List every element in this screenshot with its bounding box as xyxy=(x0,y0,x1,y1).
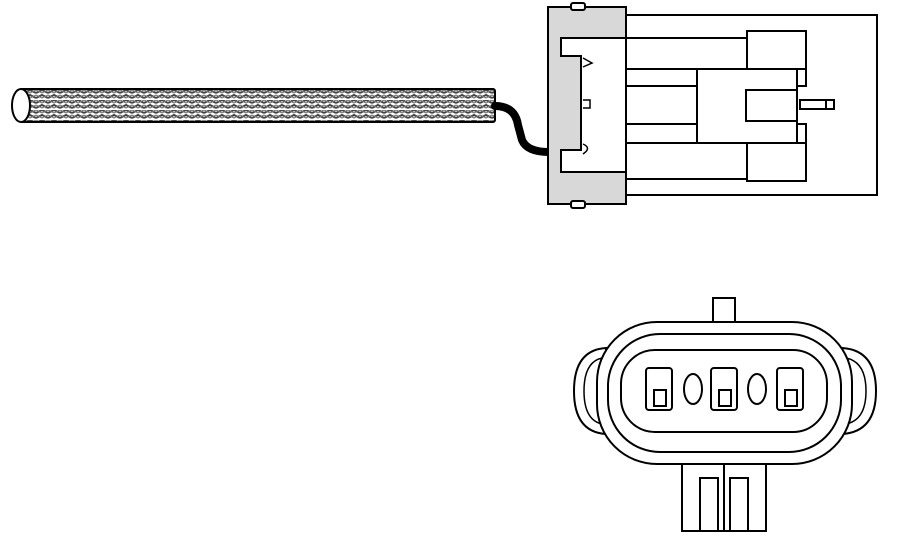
terminal-slot xyxy=(745,89,798,122)
lead-wire xyxy=(491,102,553,156)
pin-separator-1 xyxy=(683,373,703,405)
braided-cable xyxy=(11,88,553,156)
connector-side-view xyxy=(547,2,878,209)
front-top-latch xyxy=(712,297,736,325)
terminal-hook-lower xyxy=(582,143,589,155)
pin-1 xyxy=(645,367,673,411)
pin-separator-2 xyxy=(747,373,767,405)
locking-tab-top xyxy=(570,2,586,11)
pin-2 xyxy=(710,367,738,411)
housing-cavity xyxy=(560,37,627,173)
terminal-hook-middle xyxy=(583,99,591,109)
locking-tab-bottom xyxy=(570,200,586,209)
front-left-ear-inner xyxy=(583,357,603,425)
cable-end-cap xyxy=(11,88,31,123)
bottom-latch-slot-right xyxy=(729,477,749,532)
terminal-block-bottom xyxy=(746,142,807,182)
front-right-ear-inner xyxy=(845,357,867,425)
pin-tip xyxy=(799,99,835,110)
connector-front-view xyxy=(572,297,878,532)
braided-sleeve xyxy=(19,88,496,123)
bottom-latch-slot-left xyxy=(699,477,719,532)
pin-3 xyxy=(776,367,804,411)
terminal-hook-upper xyxy=(582,57,594,68)
terminal-block-top xyxy=(746,30,807,70)
